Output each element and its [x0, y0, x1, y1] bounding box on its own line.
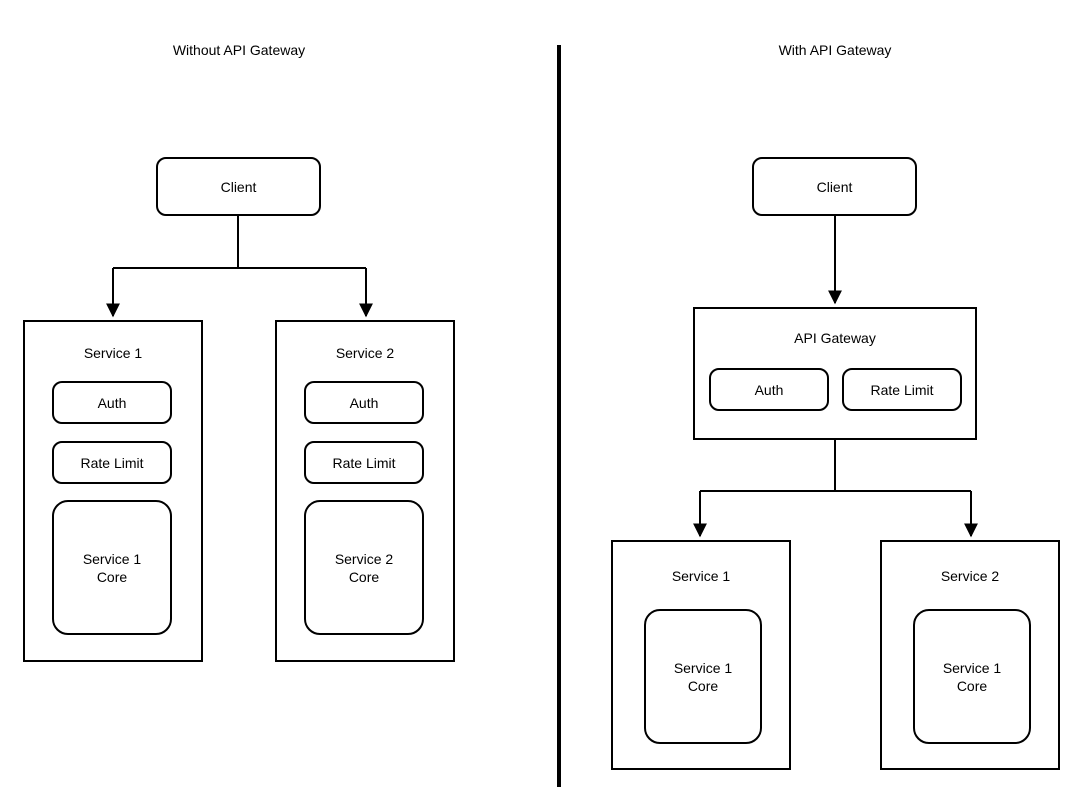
left-service-1-core-label-line1: Service 1: [82, 550, 142, 567]
right-service-2-core-label-line1: Service 1: [942, 659, 1002, 676]
right-client-label: Client: [816, 178, 853, 195]
right-service-2-title: Service 2: [940, 568, 1000, 584]
left-client-label: Client: [220, 178, 257, 195]
api-gateway-auth[interactable]: Auth: [709, 368, 829, 411]
left-service-1-rate-limit-label: Rate Limit: [80, 454, 144, 471]
panel-title-left: Without API Gateway: [172, 42, 306, 58]
left-service-1-auth[interactable]: Auth: [52, 381, 172, 424]
left-service-2-core-label-line2: Core: [348, 568, 380, 585]
right-client-node[interactable]: Client: [752, 157, 917, 216]
right-service-2-core[interactable]: Service 1 Core: [913, 609, 1031, 744]
left-service-2-rate-limit[interactable]: Rate Limit: [304, 441, 424, 484]
right-service-1-core-label-line2: Core: [687, 677, 719, 694]
left-service-2-title: Service 2: [335, 345, 395, 361]
left-service-1-auth-label: Auth: [97, 394, 127, 411]
api-gateway-rate-limit[interactable]: Rate Limit: [842, 368, 962, 411]
right-service-1-core-label-line1: Service 1: [673, 659, 733, 676]
right-service-2-core-label-line2: Core: [956, 677, 988, 694]
left-service-2-core-label-line1: Service 2: [334, 550, 394, 567]
left-client-node[interactable]: Client: [156, 157, 321, 216]
left-service-1-core[interactable]: Service 1 Core: [52, 500, 172, 635]
api-gateway-title: API Gateway: [794, 330, 876, 346]
right-service-1-title: Service 1: [671, 568, 731, 584]
left-service-2-auth[interactable]: Auth: [304, 381, 424, 424]
left-service-2-core[interactable]: Service 2 Core: [304, 500, 424, 635]
left-service-1-rate-limit[interactable]: Rate Limit: [52, 441, 172, 484]
left-service-2-rate-limit-label: Rate Limit: [332, 454, 396, 471]
left-service-2-container[interactable]: Service 2 Auth Rate Limit Service 2 Core: [275, 320, 455, 662]
right-service-2-container[interactable]: Service 2 Service 1 Core: [880, 540, 1060, 770]
panel-title-right: With API Gateway: [778, 42, 892, 58]
api-gateway-container[interactable]: API Gateway Auth Rate Limit: [693, 307, 977, 440]
left-service-2-auth-label: Auth: [349, 394, 379, 411]
left-service-1-container[interactable]: Service 1 Auth Rate Limit Service 1 Core: [23, 320, 203, 662]
right-service-1-container[interactable]: Service 1 Service 1 Core: [611, 540, 791, 770]
api-gateway-rate-limit-label: Rate Limit: [870, 381, 934, 398]
api-gateway-auth-label: Auth: [754, 381, 784, 398]
left-service-1-title: Service 1: [83, 345, 143, 361]
right-service-1-core[interactable]: Service 1 Core: [644, 609, 762, 744]
left-service-1-core-label-line2: Core: [96, 568, 128, 585]
